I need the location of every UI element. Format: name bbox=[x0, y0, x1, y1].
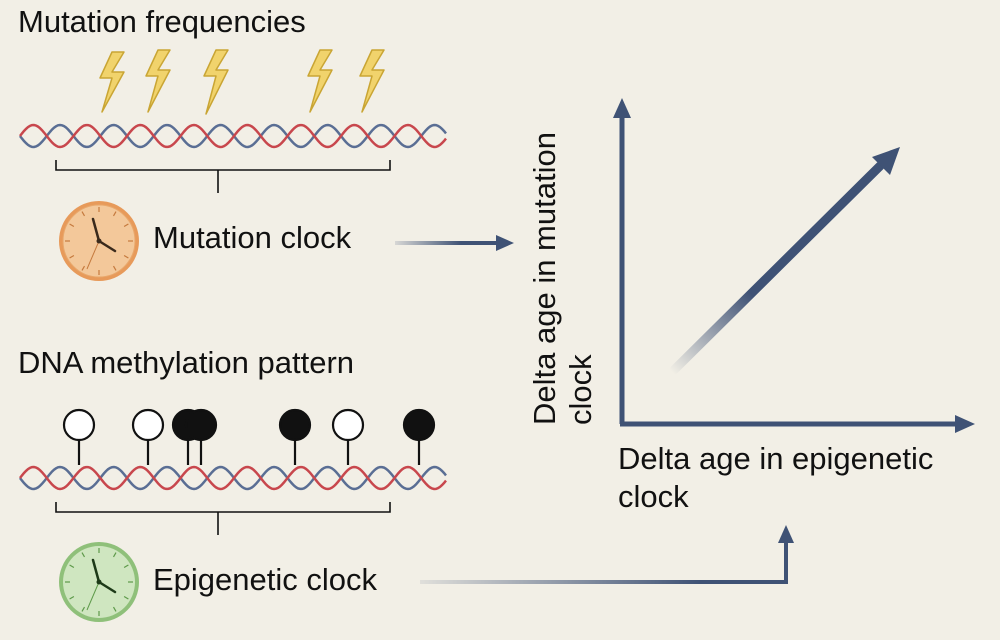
plot-axes bbox=[613, 98, 975, 433]
bracket-bottom bbox=[55, 502, 391, 535]
unmethylated-site bbox=[62, 408, 96, 442]
lightning-icon bbox=[203, 49, 229, 115]
lightning-icon bbox=[145, 49, 171, 113]
unmethylated-site bbox=[131, 408, 165, 442]
methylated-site bbox=[184, 408, 218, 442]
methylated-site bbox=[402, 408, 436, 442]
bracket-top bbox=[55, 160, 391, 193]
epigenetic-clock-label: Epigenetic clock bbox=[153, 562, 378, 597]
flow-arrow-mutation bbox=[395, 235, 514, 251]
methylation-sites bbox=[62, 408, 436, 465]
x-axis-label: Delta age in epigenetic clock bbox=[618, 441, 934, 514]
clock-icon bbox=[59, 201, 139, 281]
clock-icon bbox=[59, 542, 139, 622]
lightning-icon bbox=[307, 49, 333, 113]
x-axis-arrowhead bbox=[955, 415, 975, 433]
lightning-bolts bbox=[99, 49, 385, 115]
dna-strand-top bbox=[19, 123, 447, 149]
mutation-frequencies-title: Mutation frequencies bbox=[18, 4, 306, 39]
methylated-site bbox=[278, 408, 312, 442]
methylation-pattern-title: DNA methylation pattern bbox=[18, 345, 355, 380]
y-axis-label: Delta age in mutation clock bbox=[527, 132, 598, 425]
trend-arrow bbox=[669, 147, 900, 375]
unmethylated-site bbox=[331, 408, 365, 442]
flow-arrow-epigenetic bbox=[420, 525, 794, 584]
y-axis-arrowhead bbox=[613, 98, 631, 118]
dna-strand-bottom bbox=[19, 465, 447, 491]
lightning-icon bbox=[99, 51, 125, 113]
mutation-clock-label: Mutation clock bbox=[153, 220, 352, 255]
lightning-icon bbox=[359, 49, 385, 113]
